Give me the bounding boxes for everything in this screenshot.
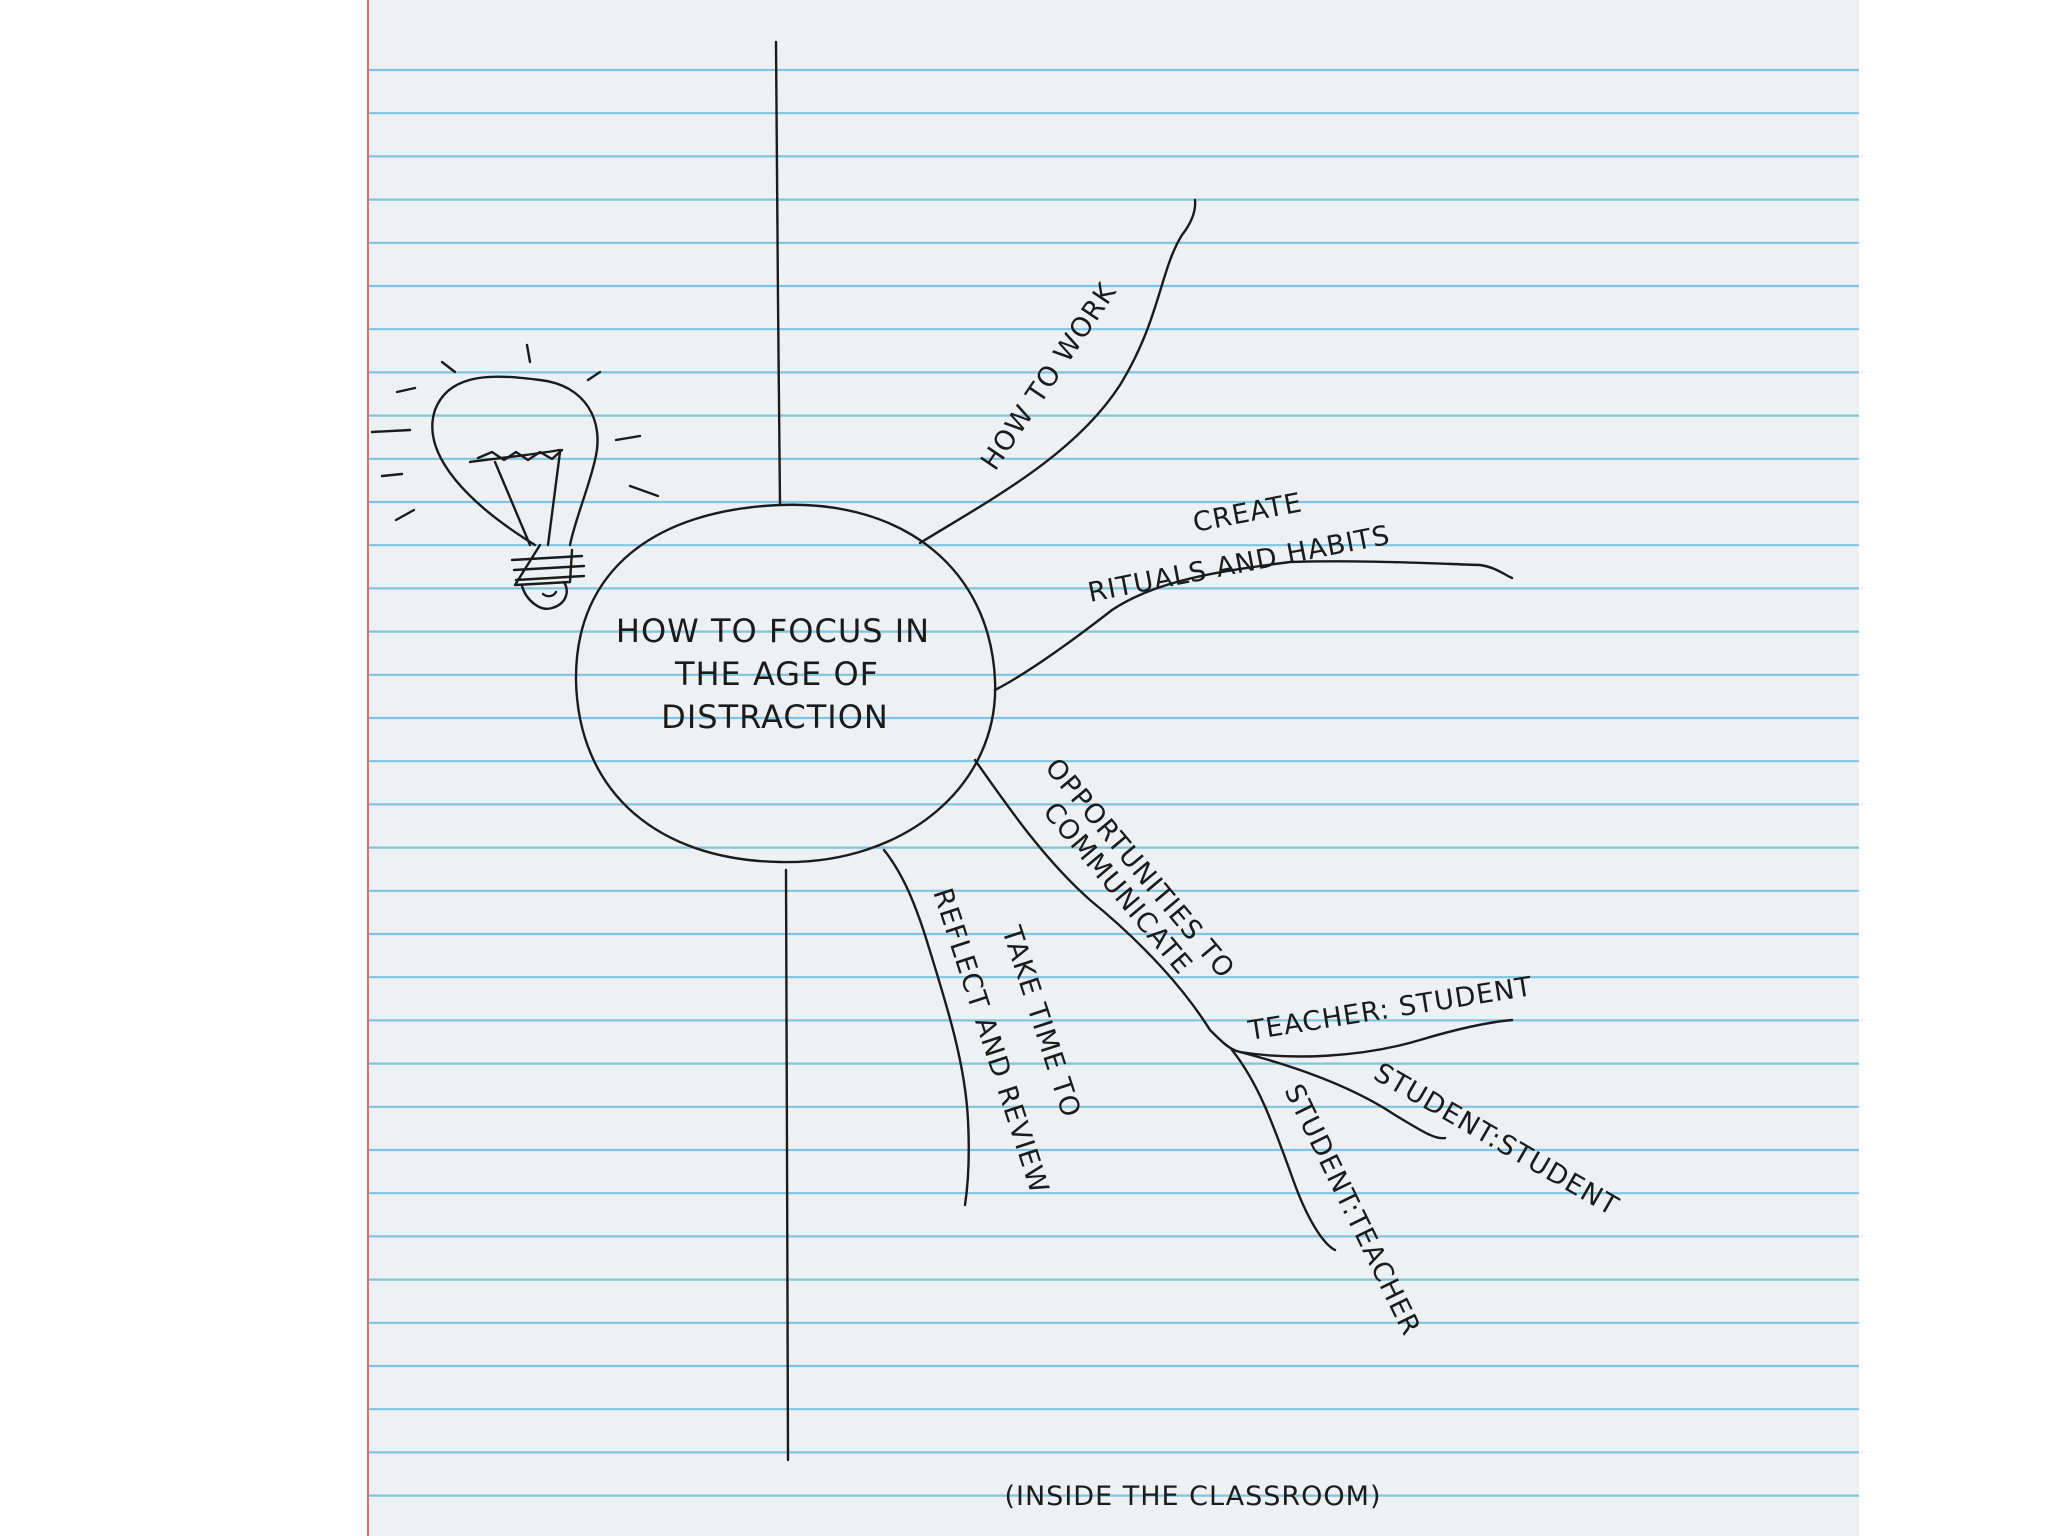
- center-title-line-1: HOW TO FOCUS IN: [616, 612, 930, 650]
- branch-student-student: [1238, 1050, 1447, 1140]
- center-title-line-3: DISTRACTION: [661, 698, 889, 736]
- notebook-paper: [367, 0, 1859, 1536]
- ruled-lines: [368, 68, 1859, 1497]
- center-title-line-2: THE AGE OF: [674, 655, 879, 693]
- footer-caption: (INSIDE THE CLASSROOM): [1004, 1481, 1381, 1512]
- divider-line-top: [774, 40, 782, 507]
- branch-opportunities: [973, 758, 1242, 1054]
- center-oval: [574, 503, 997, 864]
- branch-take-time: [882, 848, 971, 1207]
- divider-line-bottom: [784, 868, 790, 1462]
- branch-student-teacher: [1230, 1048, 1337, 1252]
- branch-create-rituals: [993, 560, 1514, 692]
- branch-how-to-work: [918, 198, 1197, 545]
- branch-teacher-student: [1238, 1018, 1514, 1058]
- lightbulb-icon: [370, 343, 660, 610]
